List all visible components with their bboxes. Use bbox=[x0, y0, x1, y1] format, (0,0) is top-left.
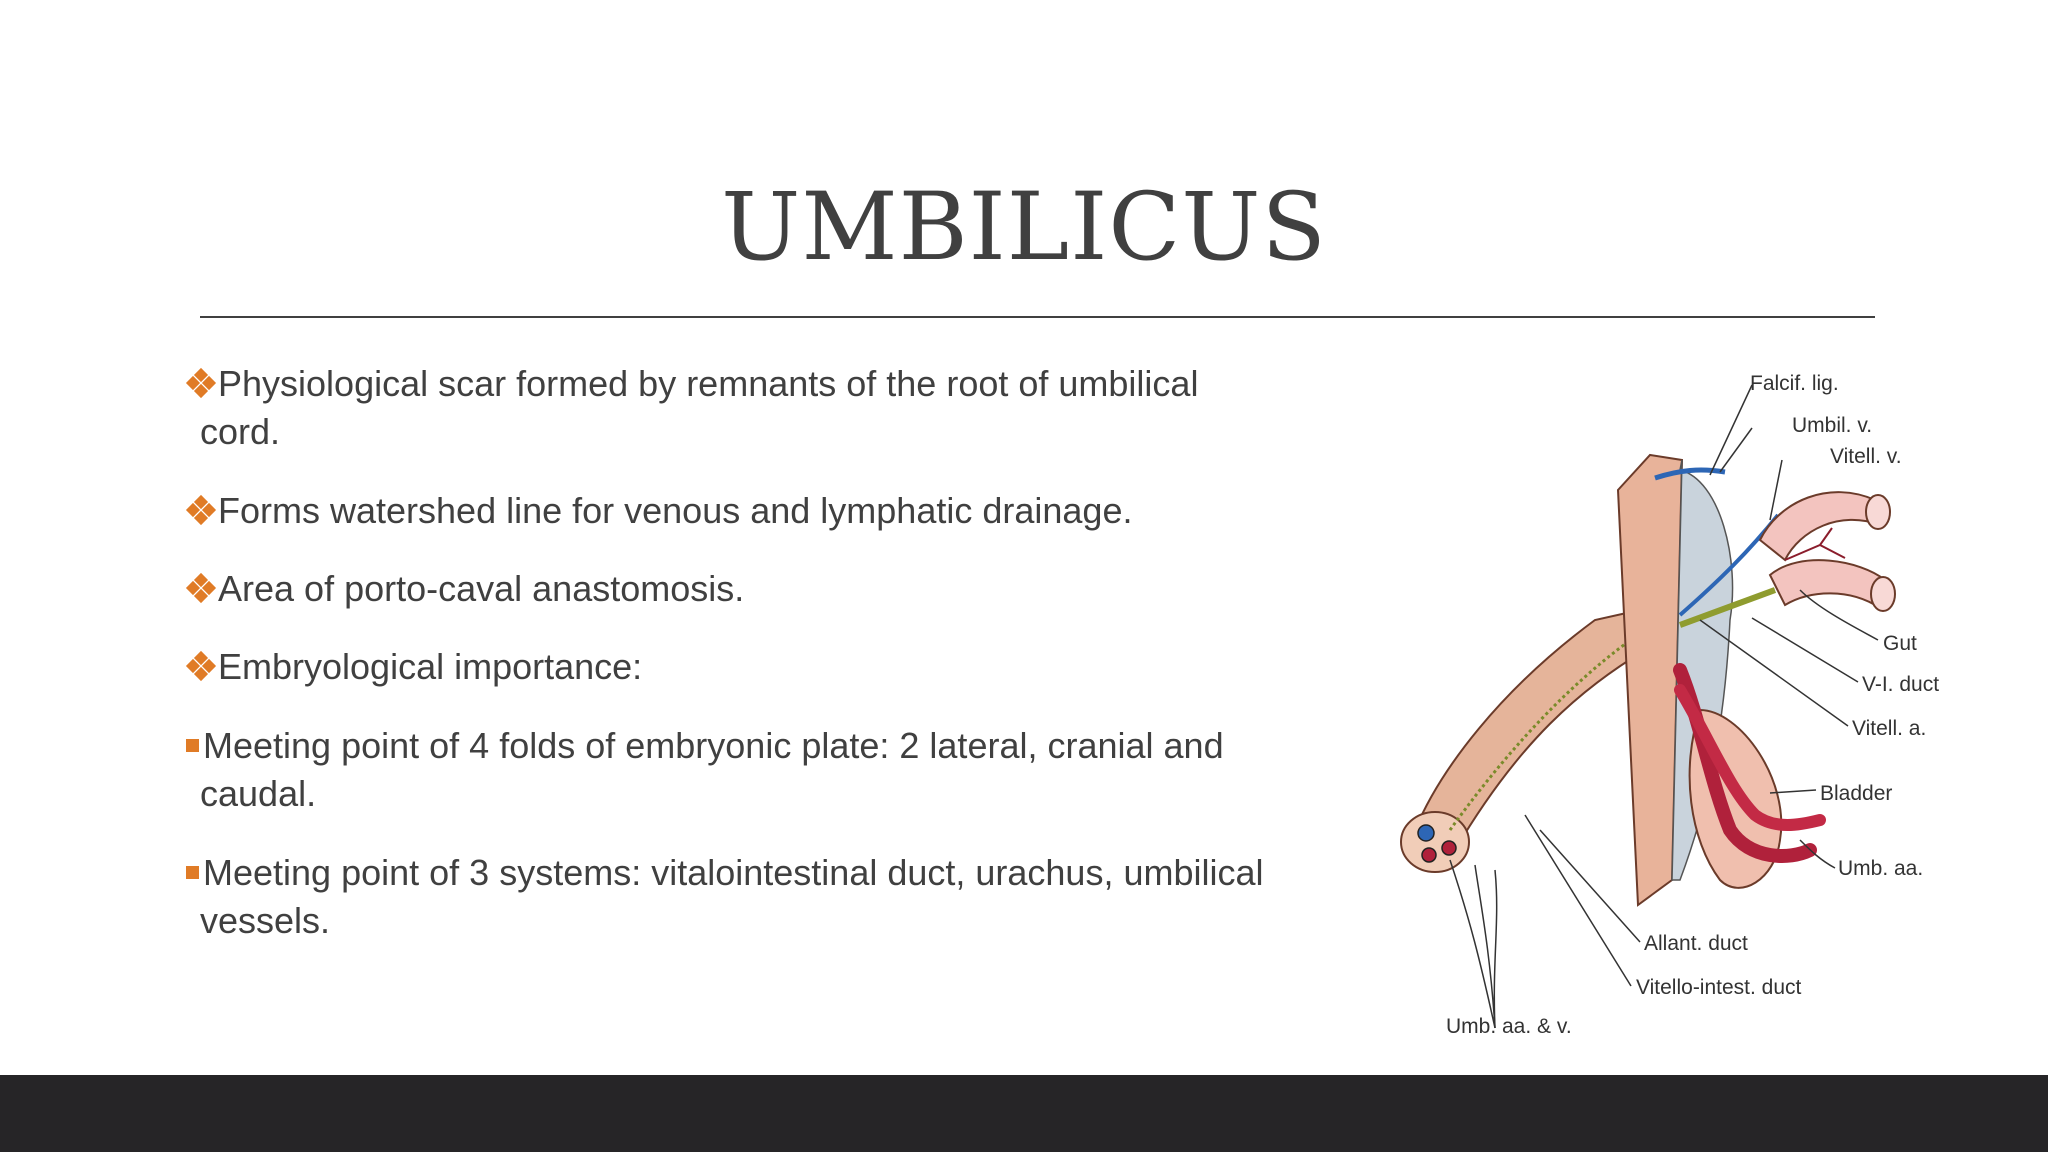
label-allantoic-duct: Allant. duct bbox=[1644, 932, 1748, 955]
vi-duct bbox=[1678, 587, 1777, 628]
label-leader-lines bbox=[1449, 384, 1879, 1029]
bullet-item: Area of porto-caval anastomosis. bbox=[185, 565, 1326, 613]
bullet-item: Embryological importance: bbox=[185, 643, 1326, 691]
label-bladder: Bladder bbox=[1820, 782, 1892, 805]
label-vitelline-artery: Vitell. a. bbox=[1852, 717, 1926, 740]
label-vitello-intestinal-duct: Vitello-intest. duct bbox=[1636, 976, 1802, 999]
bullet-item: Forms watershed line for venous and lymp… bbox=[185, 487, 1326, 535]
title-divider bbox=[200, 316, 1875, 318]
label-umbilical-vein: Umbil. v. bbox=[1792, 414, 1872, 437]
sub-bullet-item: Meeting point of 4 folds of embryonic pl… bbox=[186, 722, 1326, 818]
sub-bullet-item: Meeting point of 3 systems: vitalointest… bbox=[186, 849, 1326, 945]
gut-opening bbox=[1865, 494, 1891, 530]
vein-cross-section bbox=[1417, 824, 1435, 842]
square-bullet-icon bbox=[186, 866, 199, 879]
diamond-bullet-icon bbox=[185, 367, 217, 399]
diamond-bullet-icon bbox=[185, 650, 217, 682]
label-vi-duct: V-I. duct bbox=[1862, 673, 1939, 696]
umbilical-vein bbox=[1654, 467, 1726, 481]
label-vitelline-vein: Vitell. v. bbox=[1830, 445, 1902, 468]
gut-loop bbox=[1758, 491, 1882, 562]
artery-cross-section bbox=[1421, 847, 1437, 863]
footer-bar bbox=[0, 1075, 2048, 1152]
label-gut: Gut bbox=[1883, 632, 1917, 655]
falciform-ligament bbox=[1671, 459, 1734, 881]
artery-cross-section bbox=[1441, 840, 1457, 856]
slide-title: UMBILICUS bbox=[721, 173, 1327, 282]
label-umbilical-arteries-and-vein: Umb. aa. & v. bbox=[1446, 1015, 1572, 1038]
vitelline-branches bbox=[1784, 527, 1846, 561]
diamond-bullet-icon bbox=[185, 494, 217, 526]
gut-opening bbox=[1870, 576, 1896, 612]
label-umbilical-arteries: Umb. aa. bbox=[1838, 857, 1923, 880]
cord-cross-section bbox=[1400, 811, 1470, 873]
gut-loop bbox=[1768, 559, 1887, 610]
bullet-item: Physiological scar formed by remnants of… bbox=[185, 360, 1326, 456]
square-bullet-icon bbox=[186, 739, 199, 752]
label-falciform-ligament: Falcif. lig. bbox=[1750, 372, 1839, 395]
diamond-bullet-icon bbox=[185, 572, 217, 604]
vitello-intestinal-duct-line bbox=[1448, 628, 1646, 831]
umbilicus-anatomy-illustration: Falcif. lig. Umbil. v. Vitell. v. Gut V-… bbox=[1400, 372, 1939, 1038]
umbilical-artery bbox=[1674, 684, 1826, 831]
